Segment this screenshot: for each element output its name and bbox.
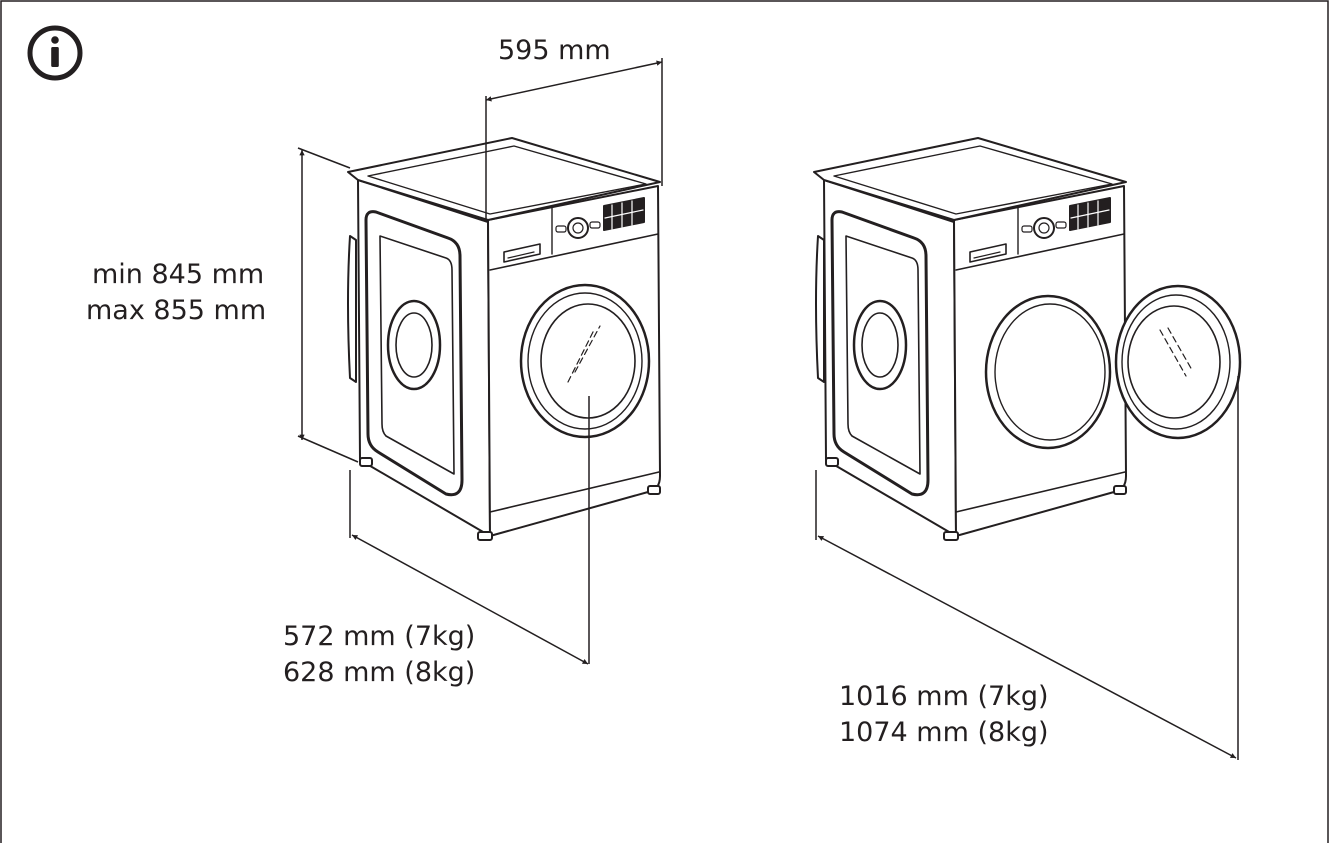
door-open-depth-dimension-line (817, 535, 1237, 759)
width-dimension-line (485, 60, 663, 102)
washing-machine-closed (347, 137, 661, 541)
height-min-label: min 845 mm (92, 259, 265, 290)
info-icon (27, 25, 83, 81)
depth-7kg-label: 572 mm (7kg) (283, 621, 476, 652)
height-max-label: max 855 mm (86, 295, 267, 326)
depth-8kg-label: 628 mm (8kg) (283, 657, 476, 688)
width-label: 595 mm (498, 35, 611, 66)
washing-machine-open (813, 137, 1242, 541)
door-open-depth-7kg-label: 1016 mm (7kg) (839, 681, 1049, 712)
door-open-depth-8kg-label: 1074 mm (8kg) (839, 717, 1049, 748)
depth-dimension-line (351, 534, 589, 665)
dimension-lines (297, 58, 1239, 760)
